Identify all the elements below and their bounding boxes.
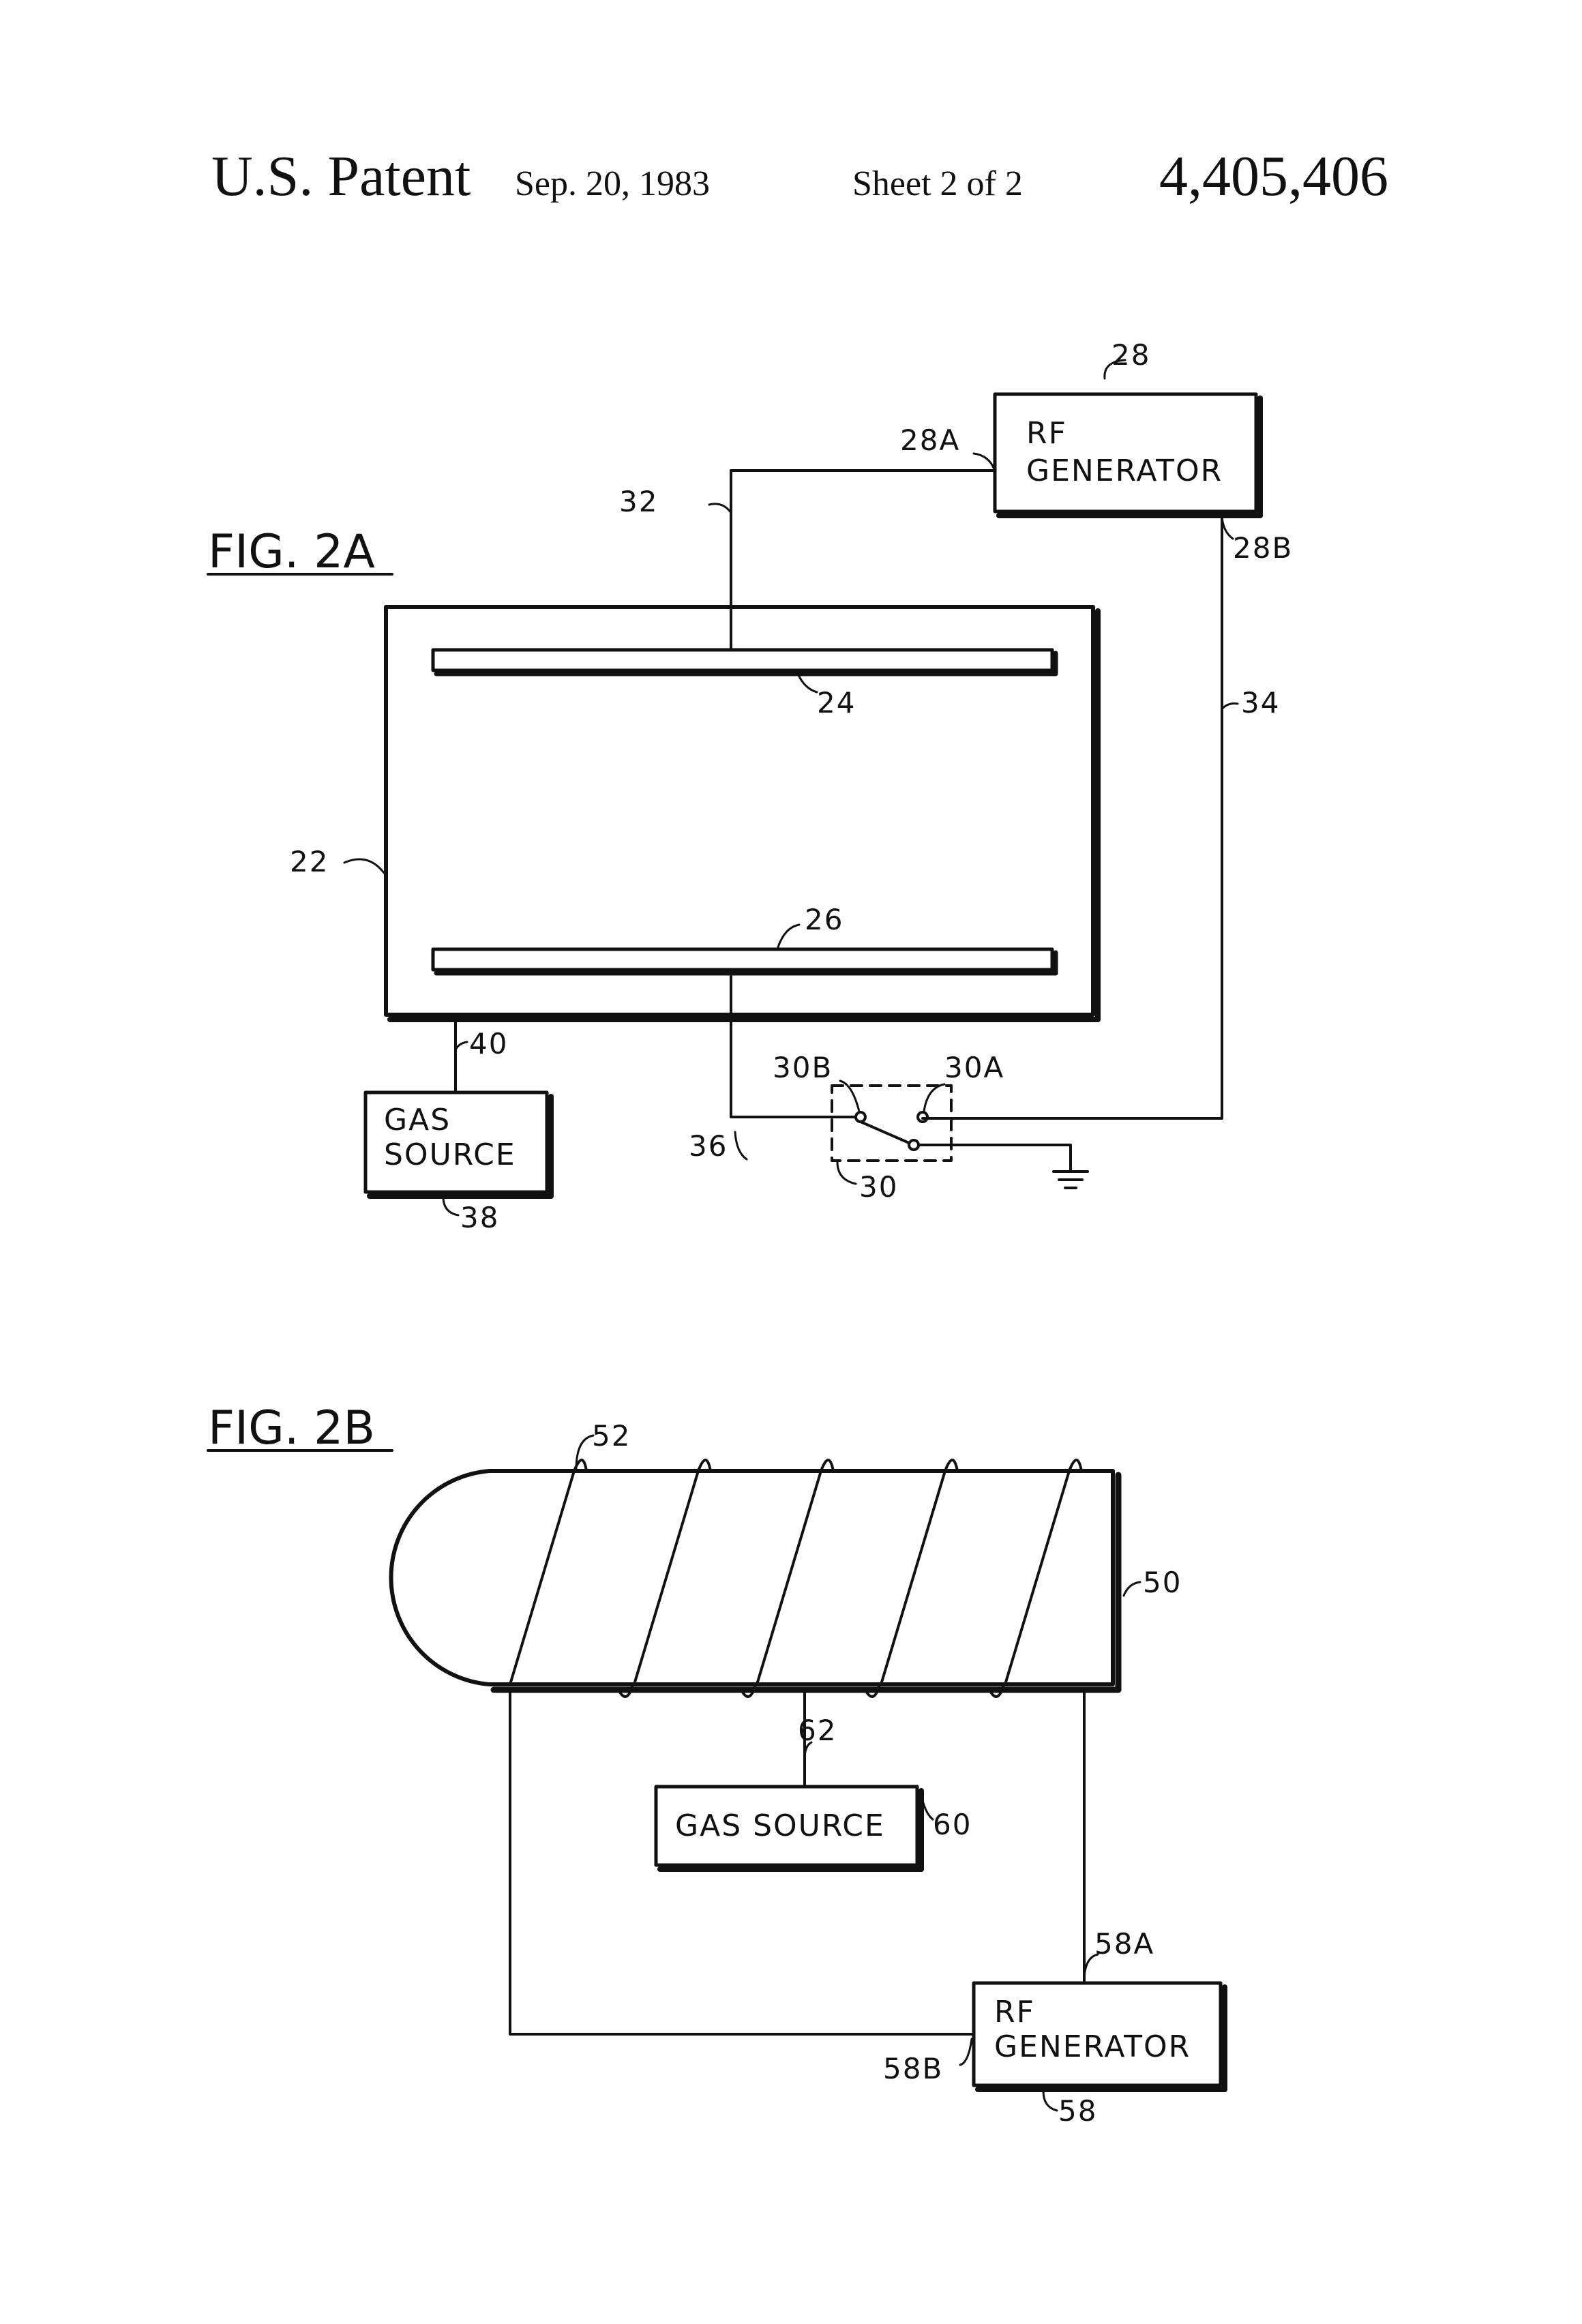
ref-52: 52	[592, 1419, 631, 1452]
rf-generator-28-line2: GENERATOR	[1026, 453, 1223, 488]
ground-icon	[1054, 1172, 1088, 1188]
ref-30a: 30A	[944, 1051, 1004, 1084]
rf-generator-28-line1: RF	[1026, 416, 1067, 451]
tube-50	[391, 1471, 1113, 1684]
ref-50: 50	[1143, 1566, 1182, 1599]
leader-58	[1043, 2091, 1057, 2111]
leader-38	[443, 1197, 458, 1215]
ref-36: 36	[689, 1129, 728, 1163]
ref-38: 38	[460, 1201, 499, 1234]
leader-30a	[924, 1084, 944, 1112]
switch-30-box	[832, 1086, 951, 1161]
conductor-58b	[510, 1690, 974, 2034]
ref-24: 24	[817, 686, 856, 719]
leader-50	[1124, 1582, 1140, 1596]
leader-30	[837, 1162, 856, 1184]
fig-2a	[208, 360, 1260, 1215]
leader-26	[777, 925, 799, 949]
leader-22	[344, 859, 384, 873]
electrode-24	[433, 650, 1052, 670]
coil-52	[510, 1460, 1081, 1697]
fig-2a-caption: FIG. 2A	[208, 525, 375, 579]
leader-36	[735, 1132, 747, 1159]
fig-2b-caption: FIG. 2B	[208, 1401, 375, 1455]
leader-28a	[974, 453, 994, 469]
leader-60	[923, 1800, 933, 1819]
conductor-36	[731, 970, 856, 1117]
ref-58a: 58A	[1094, 1927, 1154, 1961]
ref-34: 34	[1241, 686, 1280, 719]
rf-generator-58-line1: RF	[994, 1995, 1035, 2029]
chamber-22	[386, 607, 1093, 1015]
leader-34	[1222, 704, 1238, 709]
rf-generator-28-box	[995, 394, 1256, 511]
ref-28a: 28A	[900, 423, 960, 457]
ref-22: 22	[290, 845, 329, 878]
switch-contact-30b	[856, 1112, 865, 1122]
leader-58b	[960, 2039, 972, 2065]
ref-60: 60	[933, 1808, 972, 1841]
conductor-32	[731, 471, 995, 650]
ref-28: 28	[1111, 338, 1150, 372]
leader-32	[709, 504, 731, 513]
gas-source-38-line2: SOURCE	[384, 1137, 516, 1172]
ref-58: 58	[1058, 2094, 1097, 2128]
ref-28b: 28B	[1233, 531, 1293, 565]
ground-lead	[919, 1145, 1071, 1172]
ref-26: 26	[805, 903, 844, 936]
switch-arm	[861, 1122, 909, 1143]
ref-62: 62	[798, 1714, 837, 1747]
gas-source-38-line1: GAS	[384, 1103, 451, 1137]
rf-generator-58-line2: GENERATOR	[994, 2029, 1191, 2064]
fig-2b	[208, 1435, 1225, 2111]
gas-source-60-label: GAS SOURCE	[675, 1808, 885, 1843]
ref-30b: 30B	[773, 1051, 833, 1084]
leader-40	[456, 1042, 467, 1050]
ref-40: 40	[469, 1027, 508, 1060]
ref-30: 30	[859, 1170, 898, 1204]
leader-24	[798, 674, 817, 692]
leader-28b	[1222, 517, 1233, 539]
ref-32: 32	[619, 485, 658, 518]
switch-pivot	[909, 1140, 919, 1150]
ref-58b: 58B	[883, 2052, 943, 2085]
electrode-26	[433, 949, 1052, 970]
